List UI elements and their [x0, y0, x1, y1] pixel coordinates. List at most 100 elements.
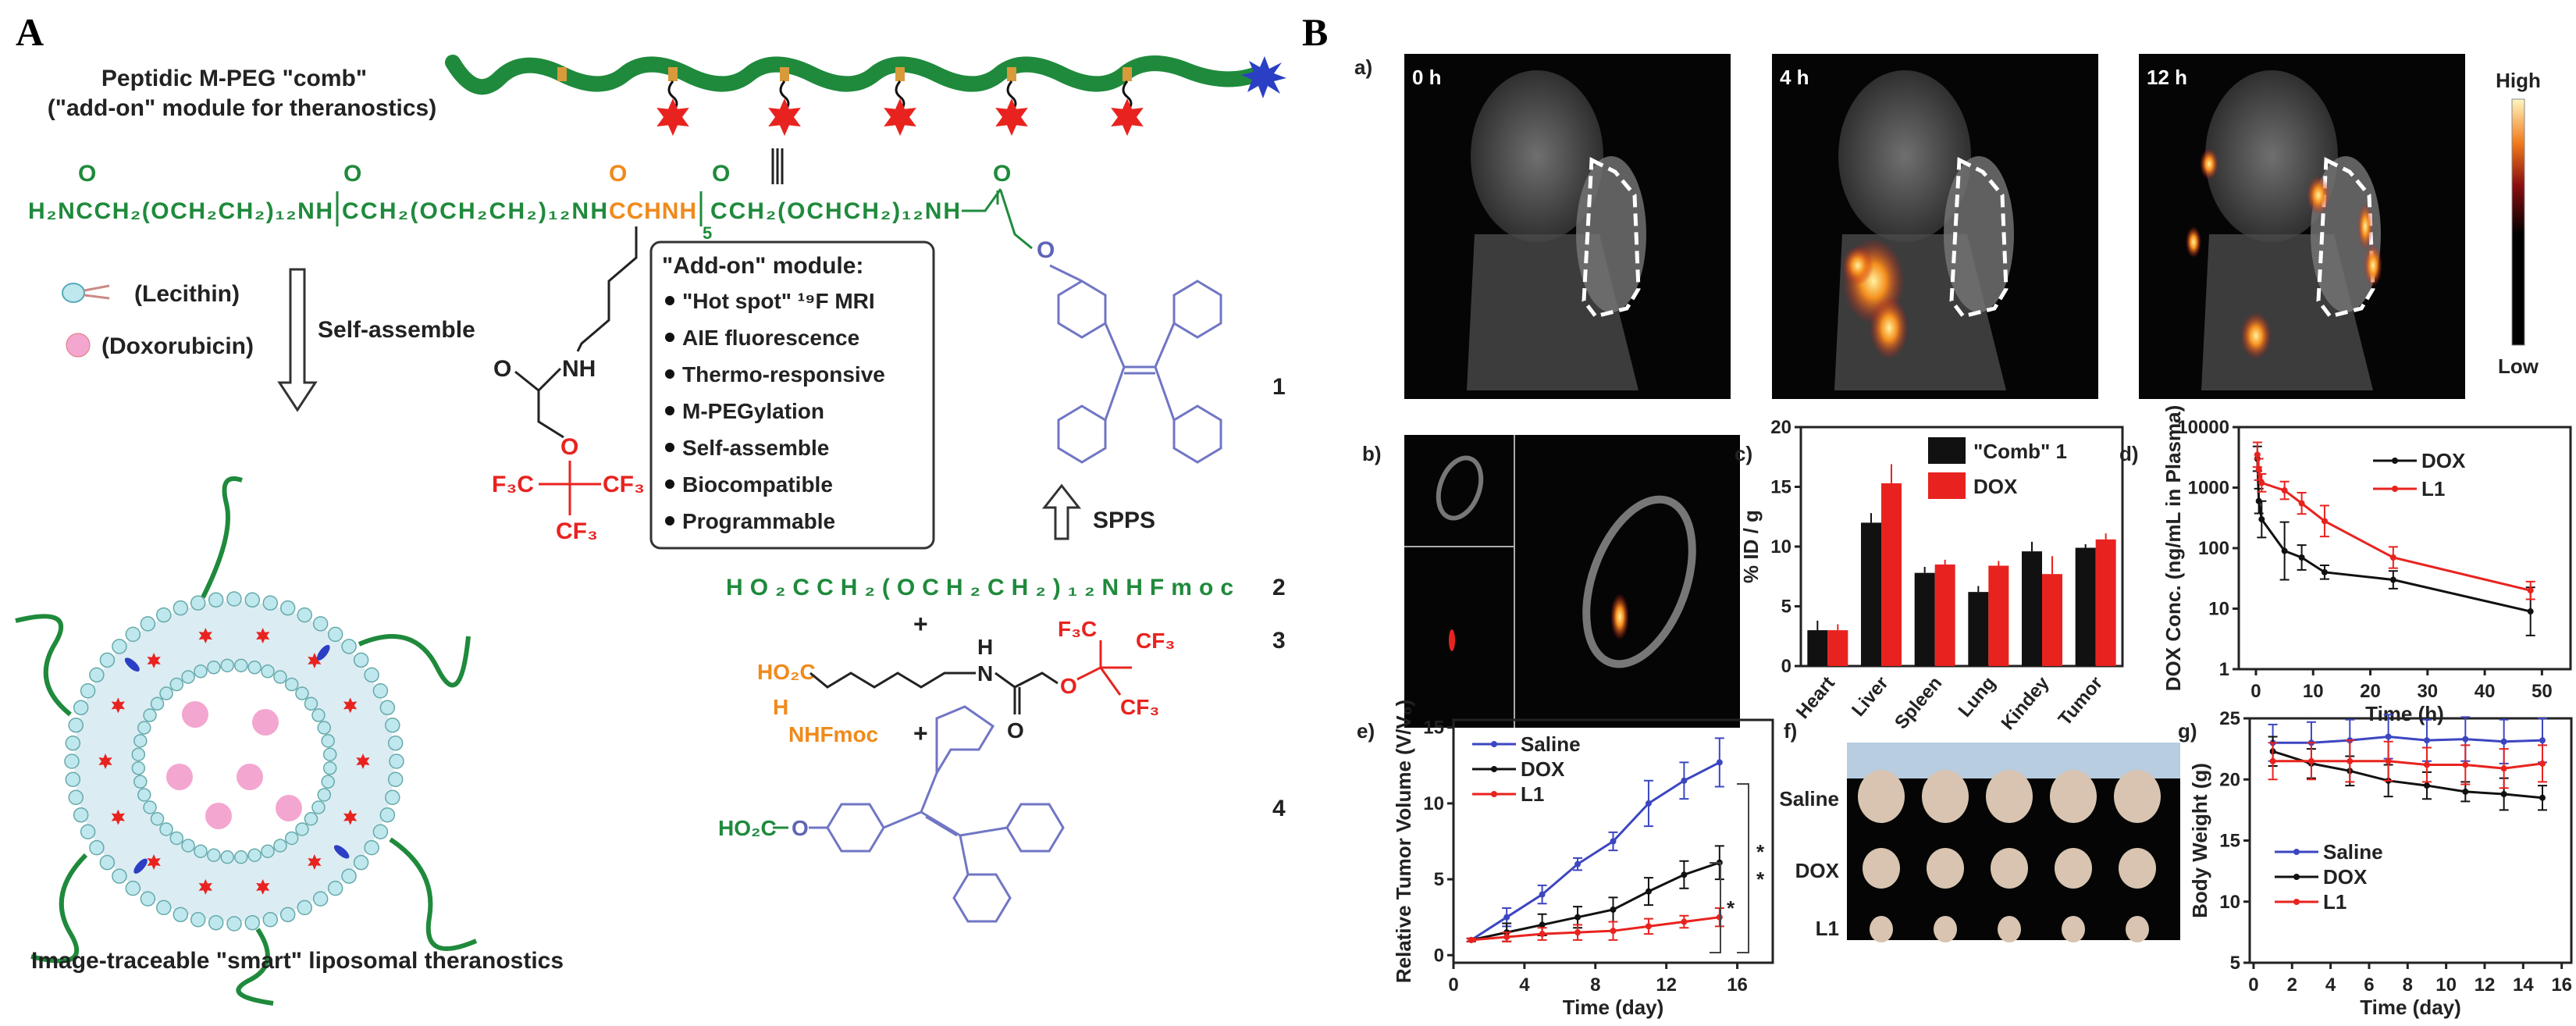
y-tick-label: 10	[1423, 793, 1444, 814]
lipid-head	[125, 880, 141, 896]
side-chain-carbonyl-o: O	[493, 356, 511, 382]
peg-chain	[236, 928, 274, 1006]
bar	[1968, 592, 1989, 666]
legend-marker	[2293, 899, 2300, 905]
lipid-head	[261, 844, 275, 858]
formula-part2: CCH₂(OCH₂CH₂)₁₂NH	[342, 198, 607, 224]
compound-3-nhfmoc: NHFmoc	[788, 722, 878, 746]
lecithin-icon	[62, 283, 85, 303]
lipid-head	[262, 595, 279, 611]
compound-3-acid: HO₂C	[757, 660, 816, 684]
lipid-head	[247, 661, 262, 675]
y-axis-label: Body Weight (g)	[2188, 763, 2211, 918]
lipid-head	[133, 734, 148, 748]
data-point	[2298, 554, 2305, 561]
data-point	[2423, 782, 2430, 789]
lipid-head	[322, 761, 337, 775]
bar	[1988, 565, 2009, 666]
panel-c-sub-label: c)	[1735, 442, 1752, 465]
data-point	[1645, 800, 1652, 807]
fluorine-tag-star-icon	[147, 854, 161, 870]
doxorubicin-icon	[66, 333, 91, 358]
lipid-head	[372, 824, 389, 839]
lipid-head	[137, 721, 151, 735]
panel-a-label: A	[16, 10, 44, 54]
data-point	[2423, 737, 2430, 744]
mri-image-1: 4 h	[1772, 54, 2098, 399]
compound-4-structure: HO₂C O	[718, 705, 1065, 923]
tumor-specimen	[2119, 848, 2156, 889]
peg-chain	[389, 837, 478, 951]
bullet-icon	[665, 296, 674, 305]
side-chain-nh: NH	[562, 356, 596, 382]
series-line	[1471, 861, 1720, 942]
data-point	[2423, 761, 2430, 768]
lipid-head	[112, 639, 127, 654]
timepoint-label: 0 h	[1412, 66, 1442, 89]
data-point	[2527, 608, 2534, 615]
bullet-icon	[665, 516, 674, 525]
y-tick-label: 20	[1770, 417, 1791, 438]
significance-marker: *	[1727, 896, 1735, 920]
data-point	[2321, 568, 2328, 575]
data-point	[2281, 547, 2288, 554]
lipid-head	[244, 914, 261, 931]
y-tick-label: 25	[2219, 708, 2240, 729]
mri-image-0: 0 h	[1404, 54, 1731, 399]
timepoint-label: 4 h	[1780, 66, 1809, 89]
lipid-head	[385, 789, 400, 806]
bullet-icon	[665, 443, 674, 452]
addon-item: M-PEGylation	[682, 399, 824, 423]
addon-item: Thermo-responsive	[682, 362, 885, 387]
bar	[1934, 564, 1955, 666]
bar	[2075, 547, 2096, 666]
lipid-head	[389, 753, 404, 769]
tumor-specimen	[1922, 770, 1969, 823]
fluorescence-signal	[2200, 148, 2218, 180]
category-label: Liver	[1848, 673, 1893, 721]
lipid-head	[173, 600, 189, 616]
x-tick-label: 40	[2475, 681, 2496, 702]
tumor-specimen	[1927, 848, 1964, 889]
legend-label: DOX	[1521, 757, 1565, 781]
fluorine-tag-star-icon	[308, 854, 322, 870]
compound-number-2: 2	[1272, 575, 1286, 600]
fluorine-tag-star-icon	[147, 653, 161, 668]
lysine-node	[780, 67, 789, 81]
tumor-specimen	[1934, 916, 1957, 942]
fluorine-tag-star-icon	[656, 98, 689, 136]
bullet-icon	[665, 479, 674, 489]
lipid-head	[169, 677, 184, 692]
peg-chain	[15, 614, 72, 717]
category-label: Kindey	[1997, 672, 2054, 734]
legend-swatch	[1928, 472, 1966, 499]
lipid-head	[322, 747, 337, 761]
lipid-head	[273, 670, 287, 684]
lipid-head	[284, 677, 299, 692]
formula-oxygen: O	[343, 161, 361, 187]
y-tick-label: 1000	[2188, 478, 2229, 499]
data-point	[1681, 871, 1688, 878]
side-chain-ether-o: O	[560, 434, 578, 460]
panel-a-caption: Image-traceable "smart" liposomal theran…	[31, 948, 564, 974]
spps-arrow	[1041, 483, 1082, 540]
legend-label: Saline	[2323, 840, 2383, 864]
data-point	[1539, 931, 1546, 938]
lipid-head	[137, 788, 151, 802]
lipid-head	[159, 822, 173, 836]
tpe-marker	[316, 644, 330, 661]
lipid-head	[295, 822, 309, 836]
lipid-head	[207, 661, 221, 675]
data-point	[2500, 765, 2507, 772]
data-point	[1645, 923, 1652, 930]
lipid-head	[159, 686, 173, 700]
addon-item: Biocompatible	[682, 472, 833, 497]
tumor-specimen	[1998, 916, 2021, 942]
lipid-head	[140, 891, 156, 907]
blue-star-icon	[1241, 56, 1286, 98]
lipid-head	[190, 912, 206, 928]
doxorubicin-particle	[252, 709, 279, 736]
lipid-head	[327, 880, 343, 896]
